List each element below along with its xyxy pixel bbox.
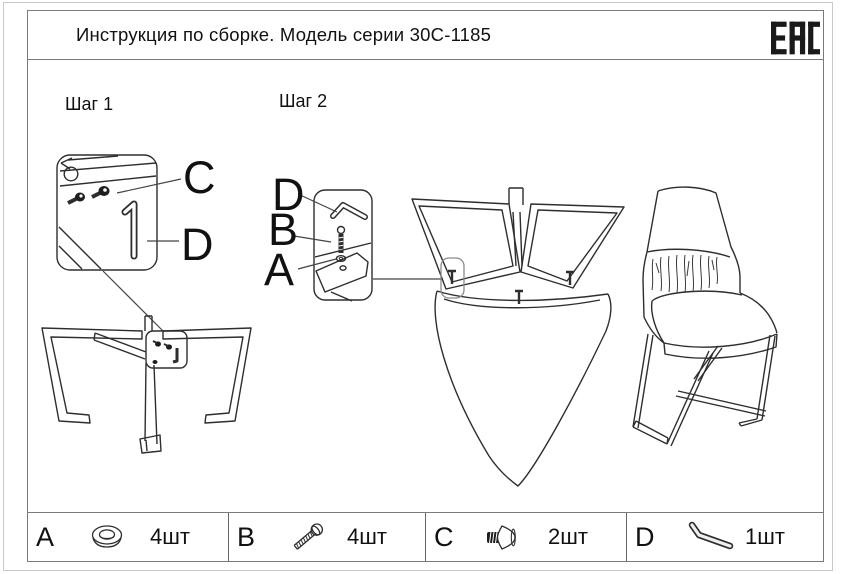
- page-outer-border: [3, 2, 833, 571]
- step2-callout-d: D: [272, 169, 305, 220]
- step1-callout-c: C: [183, 152, 216, 203]
- part-row-a: A 4шт: [28, 513, 229, 561]
- part-letter: C: [434, 521, 454, 552]
- part-quantity: 4шт: [347, 524, 387, 549]
- part-letter: D: [635, 521, 655, 552]
- hex-key-icon: [688, 521, 734, 550]
- step2-detail-drawing: [313, 189, 373, 302]
- assembled-chair-drawing: [632, 186, 778, 447]
- step1-leg-frame-drawing: [41, 315, 252, 454]
- parts-table: A 4шт B: [28, 512, 823, 561]
- part-row-d: D 1шт: [627, 513, 823, 561]
- step1-label: Шаг 1: [65, 94, 114, 114]
- page-title: Инструкция по сборке. Модель серии 30С-1…: [76, 24, 492, 45]
- part-letter: A: [36, 521, 55, 552]
- step1-leader-lines: [102, 178, 182, 332]
- part-quantity: 1шт: [745, 524, 785, 549]
- title-row: Инструкция по сборке. Модель серии 30С-1…: [28, 11, 823, 60]
- washer-icon: [91, 525, 123, 548]
- part-letter: B: [237, 521, 256, 552]
- bolt-icon: [293, 523, 324, 550]
- part-row-c: C 2шт: [426, 513, 627, 561]
- step2-leader-lines: [293, 193, 443, 280]
- part-quantity: 2шт: [548, 524, 588, 549]
- eac-certification-icon: [771, 21, 820, 55]
- step2-callout-b: B: [268, 204, 299, 255]
- step2-label: Шаг 2: [279, 91, 328, 111]
- step1-callout-d: D: [181, 219, 214, 270]
- content-frame: Инструкция по сборке. Модель серии 30С-1…: [27, 10, 824, 562]
- step1-detail-drawing: [56, 154, 158, 271]
- step2-callout-a: A: [264, 244, 295, 295]
- step2-inverted-chair-drawing: [411, 187, 625, 487]
- countersunk-screw-icon: [487, 525, 516, 550]
- part-row-b: B 4шт: [229, 513, 426, 561]
- part-quantity: 4шт: [150, 524, 190, 549]
